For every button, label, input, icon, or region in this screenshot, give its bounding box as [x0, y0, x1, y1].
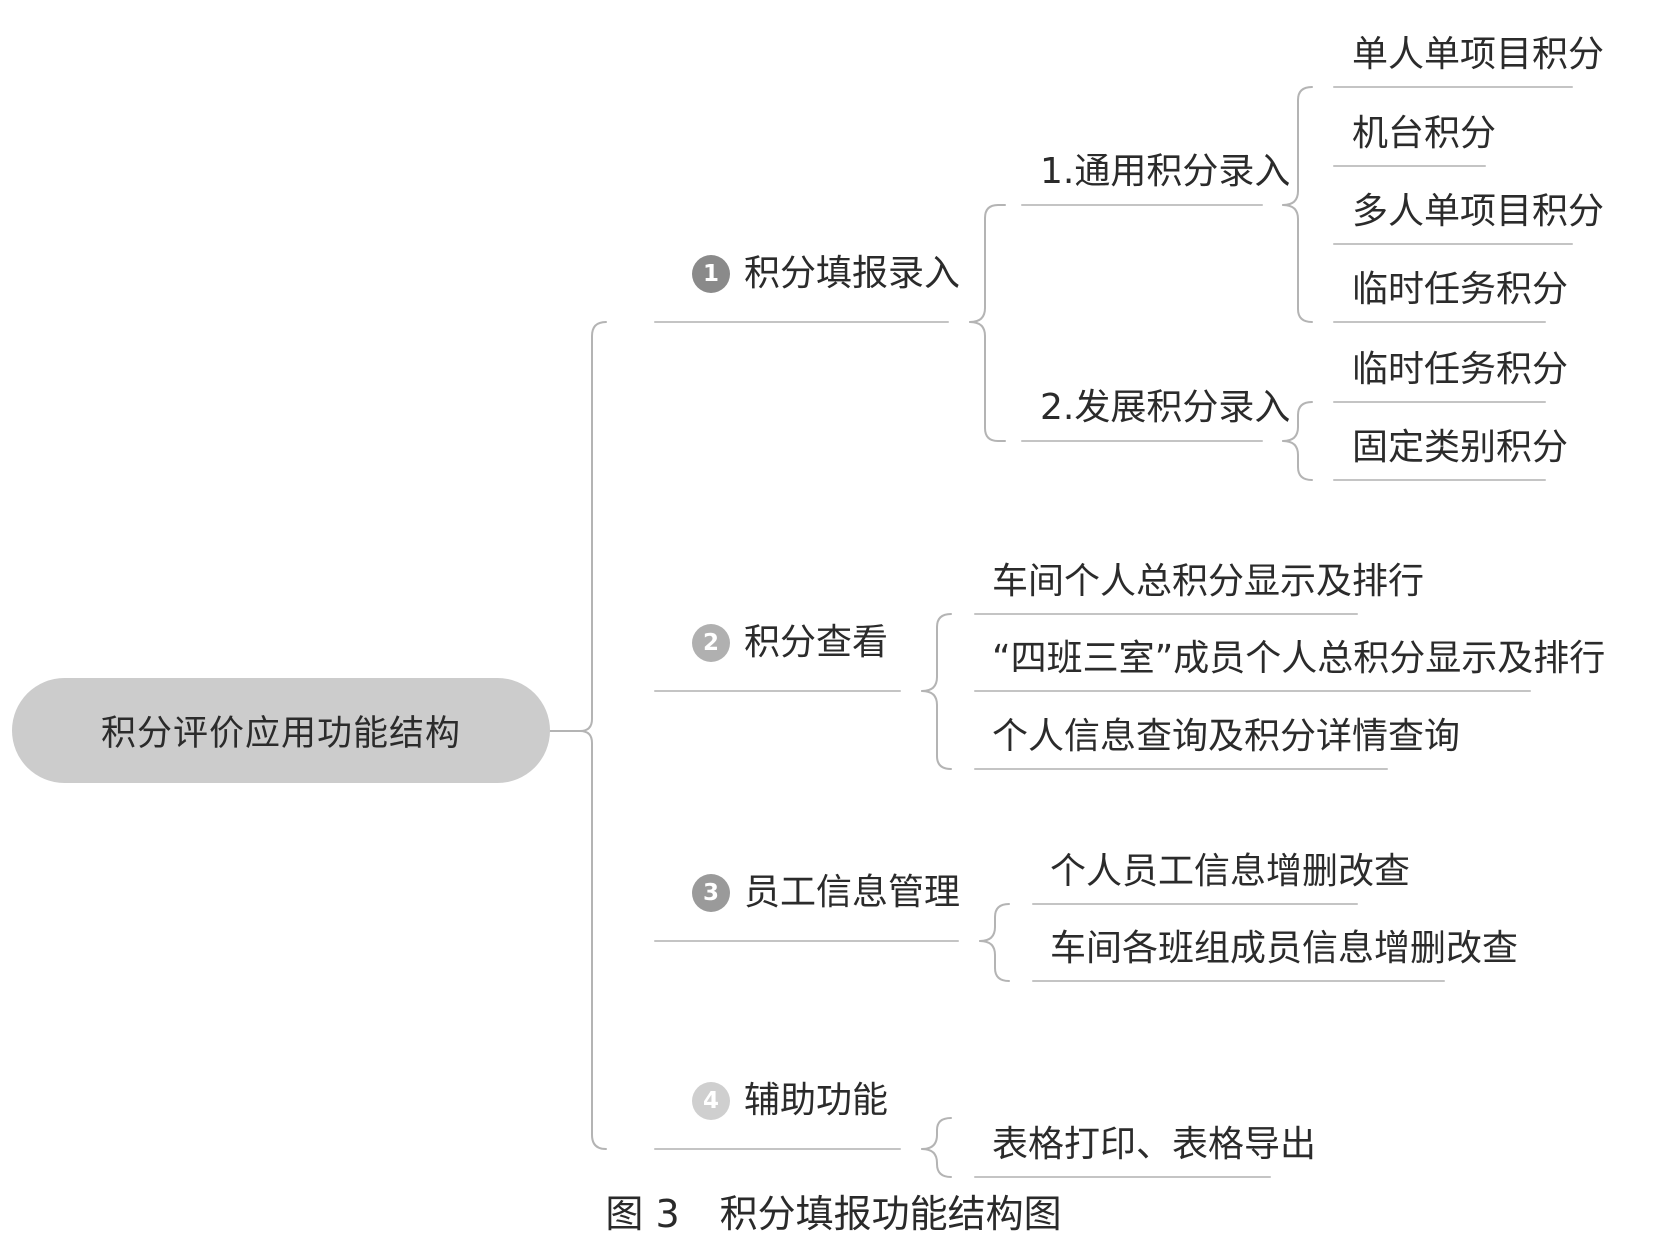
number-badge-2: 2 [692, 624, 730, 662]
subgroup-1: 1.通用积分录入 [1040, 151, 1291, 192]
leaf-node: 车间各班组成员信息增删改查 [1050, 928, 1519, 969]
number-badge-4: 4 [692, 1082, 730, 1120]
leaf-node: 表格打印、表格导出 [992, 1124, 1317, 1165]
connector-root-brace [579, 321, 607, 732]
branch-label: 积分填报录入 [744, 253, 961, 294]
connector-branch-3-brace [979, 903, 1010, 942]
leaf-node: 固定类别积分 [1352, 427, 1569, 468]
leaf-node: 单人单项目积分 [1352, 34, 1605, 75]
leaf-node: 临时任务积分 [1352, 269, 1569, 310]
connector-branch-1-brace [969, 204, 1006, 323]
leaf-node: 个人信息查询及积分详情查询 [992, 716, 1461, 757]
leaf-node: 车间个人总积分显示及排行 [992, 561, 1425, 602]
branch-label: 辅助功能 [744, 1080, 889, 1121]
connector-branch-2-brace [921, 613, 952, 692]
branch-4: 4 辅助功能 [692, 1079, 888, 1123]
number-badge-1: 1 [692, 255, 730, 293]
connector-subgroup-1-brace-lower [1282, 204, 1313, 323]
connector-subgroup-1-brace [1282, 86, 1313, 206]
leaf-node: 多人单项目积分 [1352, 191, 1605, 232]
connector-subgroup-2-brace [1282, 401, 1313, 442]
leaf-node: “四班三室”成员个人总积分显示及排行 [992, 638, 1606, 679]
subgroup-2: 2.发展积分录入 [1040, 387, 1291, 428]
connector-root-brace-lower [579, 730, 607, 1150]
figure-caption: 图 3 积分填报功能结构图 [0, 1190, 1667, 1238]
branch-2: 2 积分查看 [692, 621, 888, 665]
leaf-node: 临时任务积分 [1352, 349, 1569, 390]
root-node-label: 积分评价应用功能结构 [100, 714, 461, 754]
branch-1: 1 积分填报录入 [692, 252, 960, 296]
connector-branch-4-brace-upper [921, 1117, 952, 1150]
connector-branch-4-brace [921, 1148, 952, 1178]
leaf-node: 个人员工信息增删改查 [1050, 851, 1411, 892]
root-node: 积分评价应用功能结构 [12, 678, 550, 783]
connector-subgroup-2-brace-lower [1282, 440, 1313, 481]
figure-title: 积分填报功能结构图 [719, 1192, 1062, 1236]
branch-3: 3 员工信息管理 [692, 871, 960, 915]
leaf-node: 机台积分 [1352, 113, 1497, 154]
number-badge-3: 3 [692, 874, 730, 912]
branch-label: 积分查看 [744, 622, 889, 663]
branch-label: 员工信息管理 [744, 872, 961, 913]
connector-branch-1-brace-lower [969, 321, 1006, 442]
connector-branch-2-brace-lower [921, 690, 952, 770]
connector-branch-3-brace-lower [979, 940, 1010, 982]
figure-number: 图 3 [605, 1192, 680, 1236]
